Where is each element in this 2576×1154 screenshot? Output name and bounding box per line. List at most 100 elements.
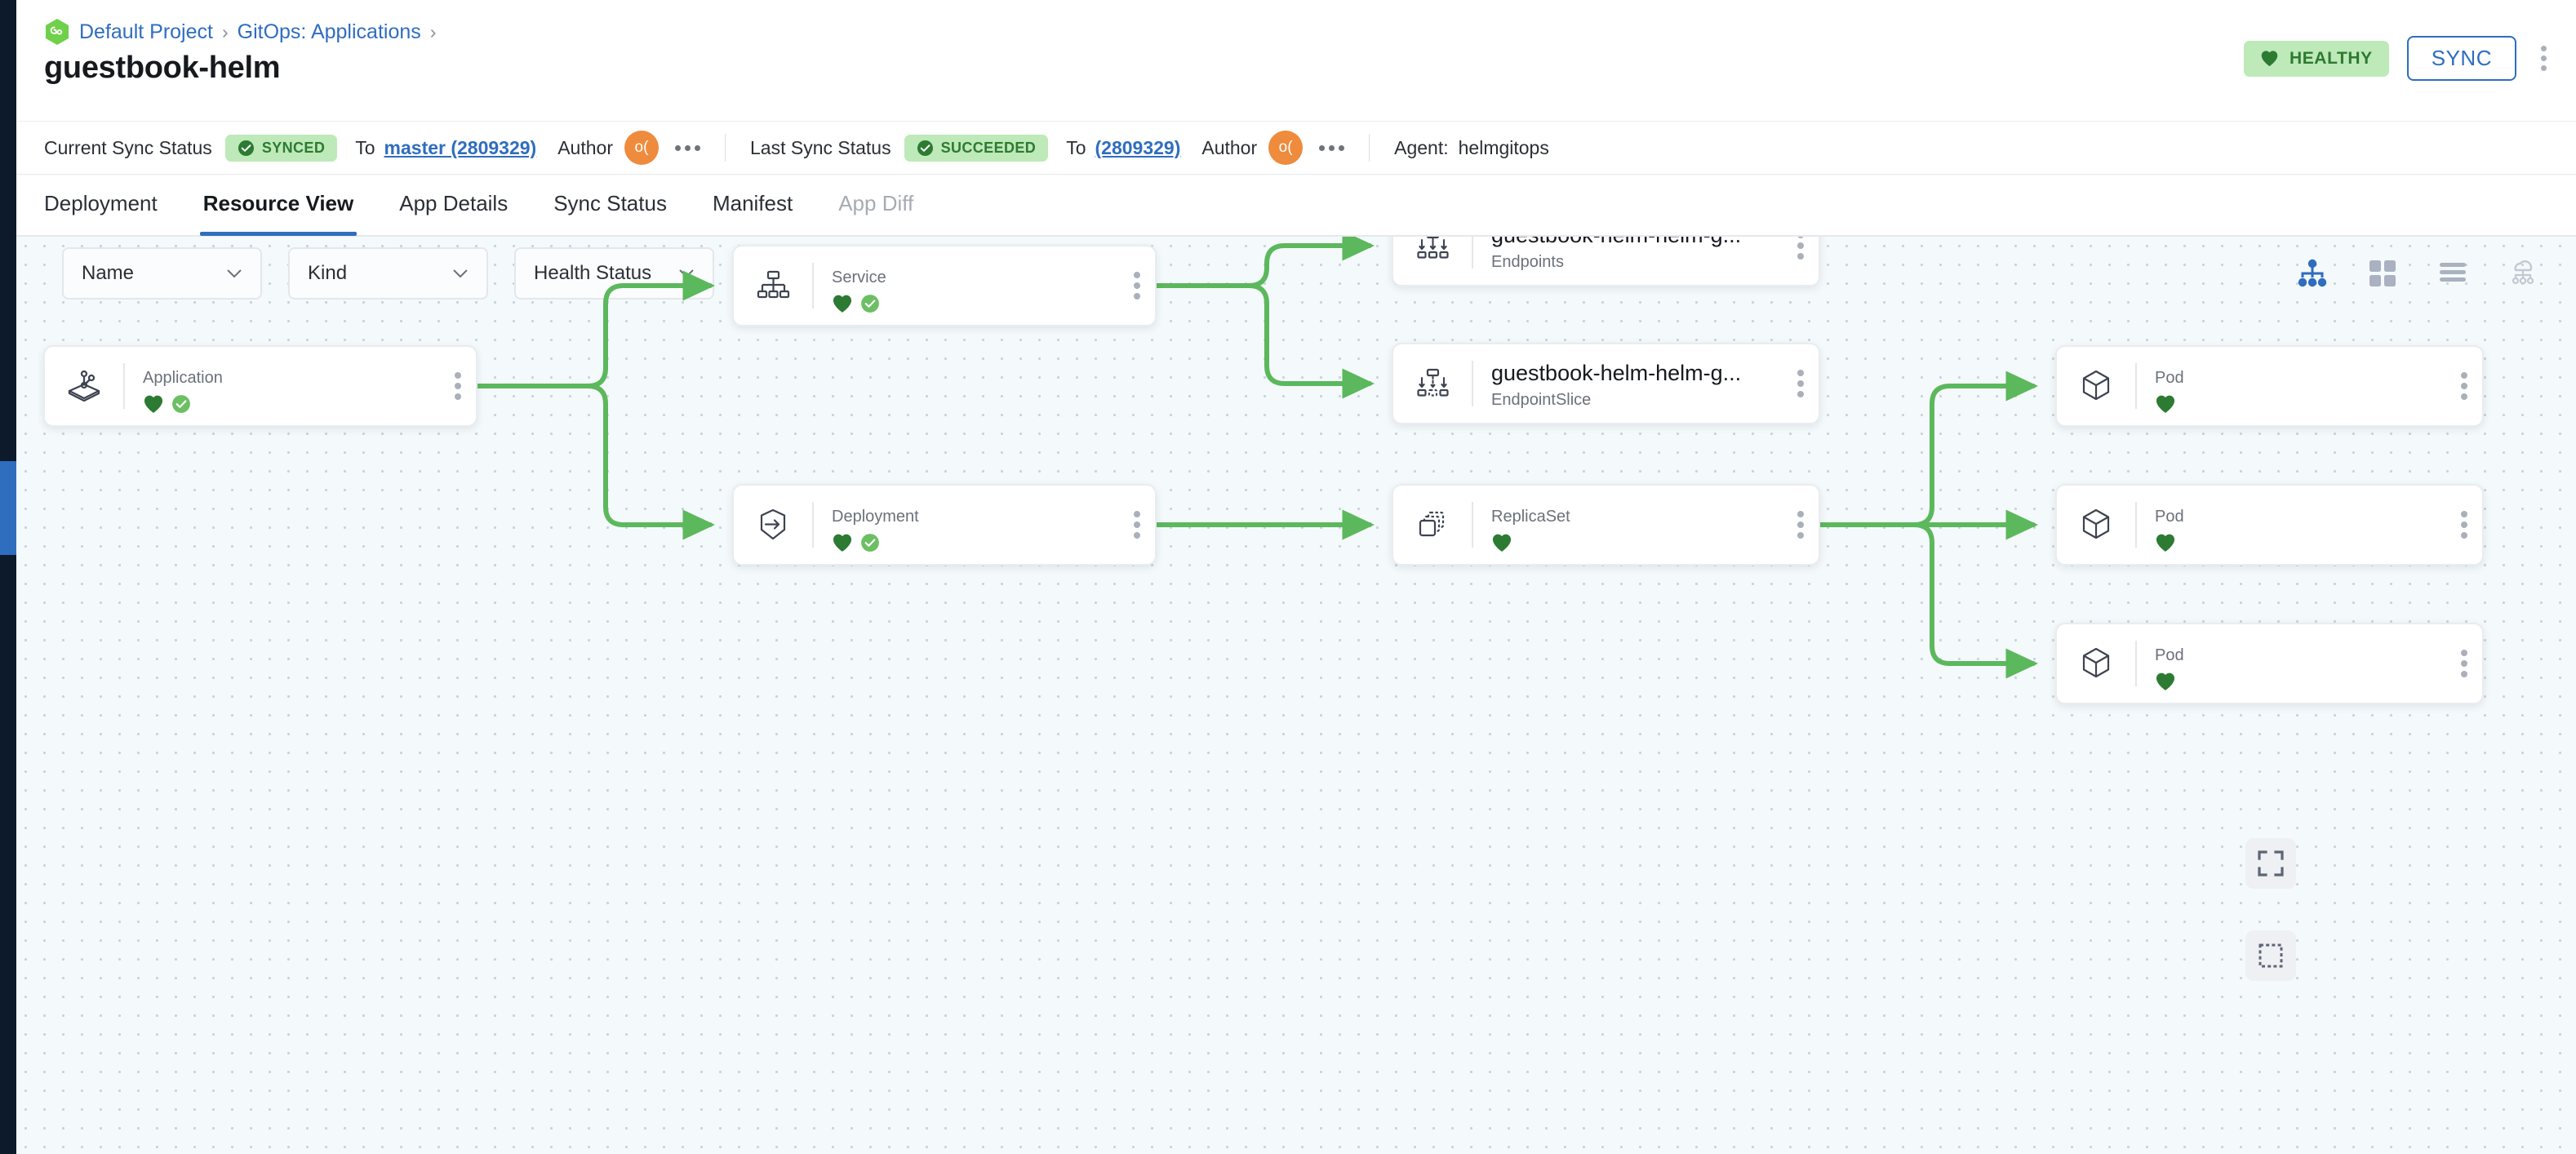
- node-overflow-menu-button[interactable]: [1797, 511, 1804, 539]
- check-circle-icon: [917, 140, 933, 156]
- node-divider: [2135, 363, 2137, 409]
- kebab-dot: [2461, 660, 2467, 667]
- node-kind: ReplicaSet: [1491, 508, 1570, 526]
- tab-bar: Deployment Resource View App Details Syn…: [16, 175, 2576, 237]
- resource-graph-canvas[interactable]: Name Kind Health Status Sync Status: [16, 237, 2576, 1154]
- node-divider: [2135, 641, 2137, 686]
- node-title: guestbook-helm-helm-g...: [832, 499, 1155, 503]
- kebab-dot: [2461, 650, 2467, 656]
- page-title: guestbook-helm: [44, 51, 281, 85]
- kebab-dot: [1797, 511, 1804, 517]
- replicaset-icon: [1393, 486, 1472, 564]
- kebab-dot: [1134, 522, 1140, 528]
- graph-node-application[interactable]: guestbook-helm Application: [43, 345, 477, 427]
- status-badge-succeeded: SUCCEEDED: [904, 134, 1049, 162]
- graph-node-deployment[interactable]: guestbook-helm-helm-g... Deployment: [732, 484, 1157, 566]
- kebab-dot: [1329, 144, 1335, 151]
- node-content: guestbook-helm-helm-g... Pod: [2137, 624, 2482, 703]
- last-sync-to-label: To: [1066, 136, 1086, 158]
- filter-name-select[interactable]: Name: [62, 247, 262, 300]
- tab-app-diff: App Diff: [838, 191, 914, 215]
- divider: [724, 134, 726, 162]
- node-badges: [832, 294, 1155, 313]
- node-content: guestbook-helm-helm-g... ReplicaSet: [1473, 486, 1819, 564]
- kebab-dot: [1797, 391, 1804, 397]
- node-kind: Pod: [2155, 369, 2184, 387]
- graph-node-pod-1[interactable]: guestbook-helm-helm-g... Pod: [2055, 345, 2484, 427]
- kebab-dot: [2461, 671, 2467, 677]
- endpoints-icon: [1393, 237, 1472, 285]
- current-sync-revision-link[interactable]: master (2809329): [384, 136, 537, 158]
- node-overflow-menu-button[interactable]: [2461, 511, 2467, 539]
- node-content: guestbook-helm Application: [125, 347, 476, 425]
- kebab-dot: [2541, 55, 2547, 61]
- kebab-dot: [455, 393, 461, 400]
- graph-node-service[interactable]: guestbook-helm-helm-g... Service: [732, 245, 1157, 326]
- fullscreen-button[interactable]: [2245, 838, 2296, 889]
- node-overflow-menu-button[interactable]: [1134, 272, 1140, 300]
- node-badges: [2155, 533, 2482, 553]
- status-badge-healthy-label: HEALTHY: [2289, 48, 2373, 68]
- filter-health-status-label: Health Status: [534, 262, 652, 284]
- service-icon: [734, 246, 812, 325]
- kebab-dot: [684, 144, 691, 151]
- sync-status-bar: Current Sync Status SYNCED To master (28…: [16, 121, 2576, 175]
- check-circle-icon: [861, 295, 879, 313]
- node-badges: [1491, 533, 1819, 553]
- status-badge-succeeded-label: SUCCEEDED: [940, 139, 1037, 156]
- current-sync-overflow-button[interactable]: [674, 144, 700, 151]
- graph-node-pod-3[interactable]: guestbook-helm-helm-g... Pod: [2055, 623, 2484, 704]
- last-sync-revision-link[interactable]: (2809329): [1095, 136, 1181, 158]
- kebab-dot: [1797, 370, 1804, 376]
- node-overflow-menu-button[interactable]: [455, 372, 461, 400]
- tree-view-icon[interactable]: [2297, 258, 2328, 289]
- node-divider: [1472, 502, 1473, 548]
- list-view-icon[interactable]: [2437, 258, 2468, 289]
- left-rail-active-indicator: [0, 461, 16, 555]
- tab-sync-status[interactable]: Sync Status: [553, 191, 667, 215]
- kebab-dot: [2541, 46, 2547, 51]
- filter-kind-label: Kind: [308, 262, 348, 284]
- status-badge-synced: SYNCED: [224, 134, 338, 162]
- node-kind: Service: [832, 269, 886, 286]
- kebab-dot: [1134, 511, 1140, 517]
- grid-view-icon[interactable]: [2367, 258, 2398, 289]
- sync-button[interactable]: SYNC: [2406, 36, 2516, 81]
- breadcrumb-item-gitops-applications[interactable]: GitOps: Applications: [237, 20, 421, 43]
- node-kind: Pod: [2155, 646, 2184, 664]
- node-overflow-menu-button[interactable]: [1134, 511, 1140, 539]
- tab-manifest[interactable]: Manifest: [712, 191, 793, 215]
- node-content: guestbook-helm-helm-g... Service: [814, 246, 1155, 325]
- filter-health-status-select[interactable]: Health Status: [514, 247, 714, 300]
- node-overflow-menu-button[interactable]: [1797, 370, 1804, 397]
- node-overflow-menu-button[interactable]: [2461, 650, 2467, 677]
- filter-kind-select[interactable]: Kind: [288, 247, 488, 300]
- graph-node-pod-2[interactable]: guestbook-helm-helm-g... Pod: [2055, 484, 2484, 566]
- node-overflow-menu-button[interactable]: [2461, 372, 2467, 400]
- graph-node-endpoints[interactable]: guestbook-helm-helm-g... Endpoints: [1392, 237, 1820, 286]
- heart-icon: [2261, 51, 2278, 67]
- breadcrumb-item-default-project[interactable]: Default Project: [79, 20, 213, 43]
- node-overflow-menu-button[interactable]: [1797, 237, 1804, 260]
- graph-node-endpointslice[interactable]: guestbook-helm-helm-g... EndpointSlice: [1392, 343, 1820, 424]
- helm-icon: [45, 347, 123, 425]
- graph-node-replicaset[interactable]: guestbook-helm-helm-g... ReplicaSet: [1392, 484, 1820, 566]
- node-title: guestbook-helm-helm-g...: [1491, 360, 1742, 385]
- chevron-down-icon: [227, 269, 242, 278]
- page-header: Default Project › GitOps: Applications ›…: [16, 0, 2576, 121]
- heart-icon: [144, 395, 163, 413]
- avatar: o(: [624, 131, 659, 165]
- tab-app-details[interactable]: App Details: [399, 191, 509, 215]
- node-title: guestbook-helm-helm-g...: [2155, 638, 2482, 641]
- node-kind: Application: [143, 369, 223, 387]
- marquee-select-button[interactable]: [2245, 930, 2296, 981]
- network-view-icon[interactable]: [2507, 258, 2538, 289]
- heart-icon: [2156, 395, 2175, 413]
- argo-hexagon-icon: [46, 19, 69, 45]
- kebab-dot: [694, 144, 700, 151]
- tab-resource-view[interactable]: Resource View: [180, 175, 377, 236]
- header-overflow-menu-button[interactable]: [2534, 41, 2553, 76]
- node-title: guestbook-helm-helm-g...: [832, 260, 1155, 264]
- tab-deployment[interactable]: Deployment: [44, 191, 158, 215]
- last-sync-overflow-button[interactable]: [1319, 144, 1345, 151]
